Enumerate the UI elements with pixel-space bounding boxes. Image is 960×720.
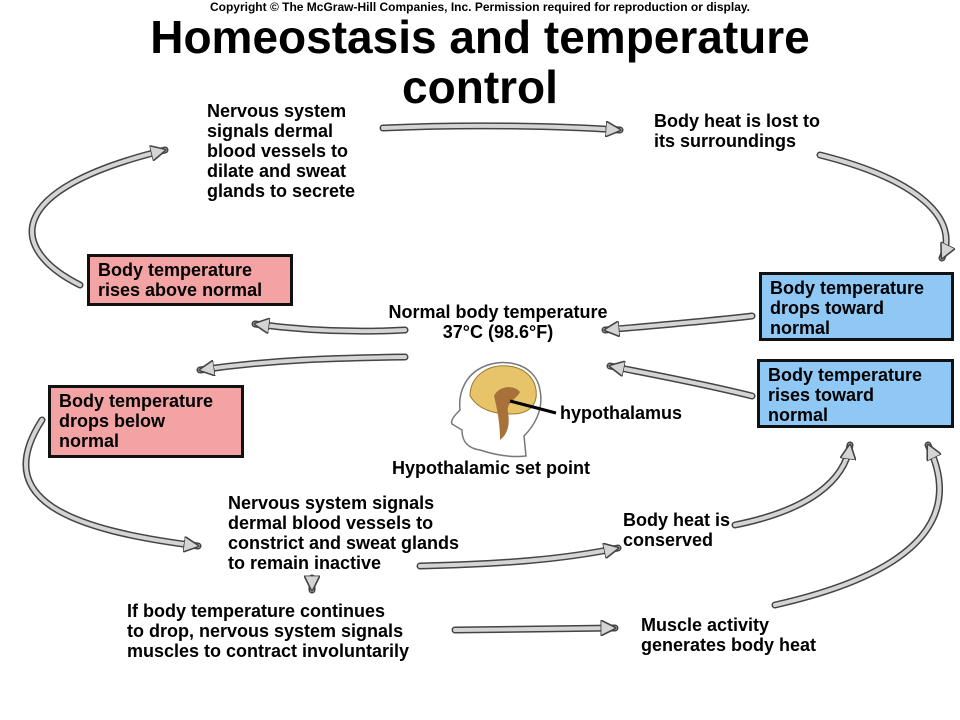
page-title: Homeostasis and temperature control [0, 12, 960, 112]
muscle-activity-text: Muscle activity generates body heat [641, 615, 817, 655]
nervous-constrict-text: Nervous system signals dermal blood vess… [228, 493, 460, 573]
arrow-conserved-to-rises-toward [731, 441, 854, 529]
drops-toward-normal-box: Body temperature drops toward normal [759, 272, 954, 341]
hypothalamus-pointer [509, 399, 557, 415]
title-line-2: control [402, 61, 558, 113]
rises-toward-normal-box: Body temperature rises toward normal [757, 359, 954, 428]
set-point-label: Hypothalamic set point [392, 458, 591, 478]
head-brain-icon [450, 361, 557, 458]
title-line-1: Homeostasis and temperature [150, 11, 810, 63]
hypothalamus-label: hypothalamus [560, 403, 683, 423]
continues-drop-text: If body temperature continues to drop, n… [127, 601, 410, 661]
copyright-notice: Copyright © The McGraw-Hill Companies, I… [209, 0, 751, 14]
heat-lost-text: Body heat is lost to its surroundings [654, 111, 821, 151]
normal-temperature-text: Normal body temperature 37°C (98.6°F) [388, 302, 608, 342]
drops-below-normal-box: Body temperature drops below normal [48, 385, 244, 458]
arrow-heatlost-to-drops [816, 151, 950, 262]
rises-above-normal-box: Body temperature rises above normal [87, 254, 293, 306]
heat-conserved-text: Body heat is conserved [623, 510, 731, 550]
nervous-dilate-text: Nervous system signals dermal blood vess… [207, 101, 356, 201]
